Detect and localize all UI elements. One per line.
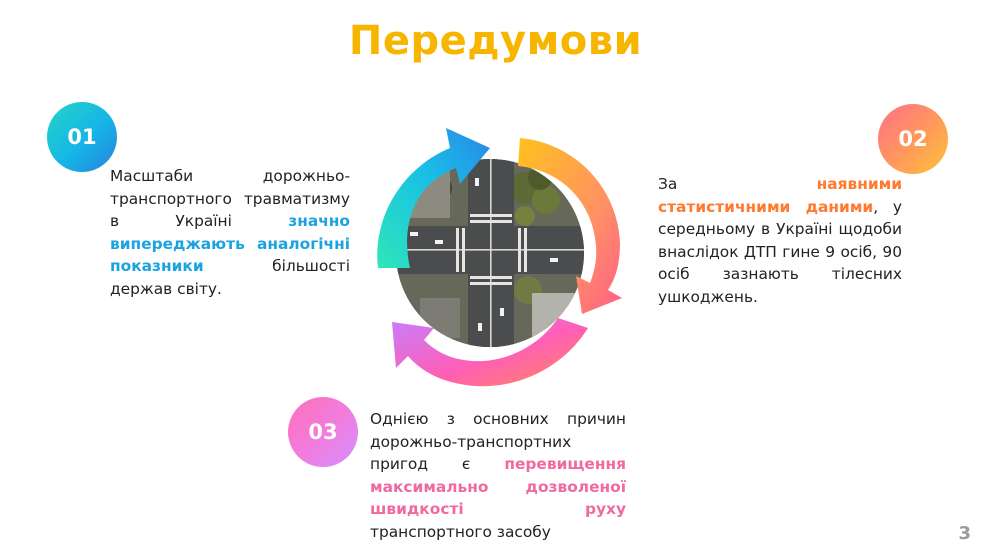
blue-arrow-icon [377,128,490,268]
orange-arrow-icon [518,138,622,314]
point-01-text: Масштаби дорожньо-транспортного травмати… [110,165,350,300]
badge-02: 02 [878,104,948,174]
badge-03: 03 [288,397,358,467]
point-03-text: Однією з основних причин дорожньо-трансп… [370,408,626,543]
point-02-text: За наявними статистичними даними, у сере… [658,173,902,308]
point-03-part-1: Однією з основних причин дорожньо-трансп… [370,410,626,473]
point-01-part-1: Масштаби дорожньо-транспортного травмати… [110,167,350,230]
badge-01: 01 [47,102,117,172]
pink-arrow-icon [392,318,588,387]
point-01-highlight: значно випереджають аналогічні показники [110,212,350,275]
point-02-part-3: , у середньому в Україні щодоби внаслідо… [658,197,902,306]
point-01-part-3: більшості держав світу. [110,257,350,298]
aerial-intersection-photo [396,159,584,347]
point-03-highlight: перевищення максимально дозволеної швидк… [370,455,626,518]
circular-arrows-cycle-icon [377,128,622,387]
point-02-highlight: наявними статистичними даними [658,175,902,216]
point-03-part-3: транспортного засобу [370,522,551,541]
point-02-part-1: За [658,175,817,193]
page-number: 3 [958,523,971,544]
slide-title: Передумови [348,18,643,64]
